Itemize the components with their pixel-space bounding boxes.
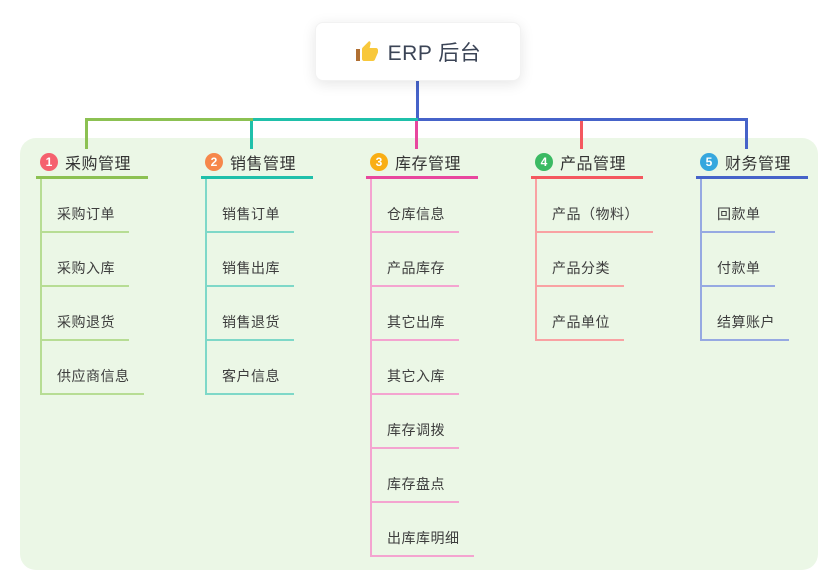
node-item[interactable]: 销售出库 — [205, 233, 294, 287]
thumbs-up-icon — [355, 40, 379, 64]
branch-product-management: 4 产品管理产品（物料）产品分类产品单位 — [531, 149, 653, 341]
branch-items-product-management: 产品（物料）产品分类产品单位 — [531, 179, 653, 341]
root-title: ERP 后台 — [387, 41, 482, 65]
node-item[interactable]: 库存盘点 — [370, 449, 459, 503]
node-item[interactable]: 产品（物料） — [535, 179, 653, 233]
branch-underline-sales-management — [201, 176, 313, 179]
branch-header-finance-management[interactable]: 5 财务管理 — [700, 149, 816, 175]
root-node[interactable]: ERP 后台 — [315, 22, 521, 81]
node-item[interactable]: 结算账户 — [700, 287, 789, 341]
branch-badge-inventory-management: 3 — [370, 153, 388, 171]
branch-underline-product-management — [531, 176, 643, 179]
branch-badge-product-management: 4 — [535, 153, 553, 171]
bus-segment-middle — [252, 118, 419, 121]
branch-title-finance-management: 财务管理 — [725, 156, 792, 173]
branch-finance-management: 5 财务管理回款单付款单结算账户 — [696, 149, 816, 341]
node-item[interactable]: 出库库明细 — [370, 503, 474, 557]
node-item[interactable]: 产品分类 — [535, 233, 624, 287]
node-item[interactable]: 仓库信息 — [370, 179, 459, 233]
branch-header-purchase-management[interactable]: 1 采购管理 — [40, 149, 156, 175]
root-stem-line — [416, 81, 419, 121]
branch-underline-finance-management — [696, 176, 808, 179]
branch-inventory-management: 3 库存管理仓库信息产品库存其它出库其它入库库存调拨库存盘点出库库明细 — [366, 149, 486, 557]
branch-title-product-management: 产品管理 — [560, 156, 627, 173]
node-item[interactable]: 销售订单 — [205, 179, 294, 233]
branch-sales-management: 2 销售管理销售订单销售出库销售退货客户信息 — [201, 149, 321, 395]
branch-items-sales-management: 销售订单销售出库销售退货客户信息 — [201, 179, 294, 395]
node-item[interactable]: 产品库存 — [370, 233, 459, 287]
branch-header-inventory-management[interactable]: 3 库存管理 — [370, 149, 486, 175]
branch-underline-inventory-management — [366, 176, 478, 179]
branch-title-purchase-management: 采购管理 — [65, 156, 132, 173]
branch-purchase-management: 1 采购管理采购订单采购入库采购退货供应商信息 — [36, 149, 156, 395]
branch-items-purchase-management: 采购订单采购入库采购退货供应商信息 — [36, 179, 144, 395]
node-item[interactable]: 其它出库 — [370, 287, 459, 341]
node-item[interactable]: 客户信息 — [205, 341, 294, 395]
branch-underline-purchase-management — [36, 176, 148, 179]
branch-header-product-management[interactable]: 4 产品管理 — [535, 149, 651, 175]
branch-title-sales-management: 销售管理 — [230, 156, 297, 173]
branch-badge-finance-management: 5 — [700, 153, 718, 171]
node-item[interactable]: 采购退货 — [40, 287, 129, 341]
branch-items-inventory-management: 仓库信息产品库存其它出库其它入库库存调拨库存盘点出库库明细 — [366, 179, 474, 557]
node-item[interactable]: 供应商信息 — [40, 341, 144, 395]
bus-segment-right — [417, 118, 748, 121]
node-item[interactable]: 其它入库 — [370, 341, 459, 395]
node-item[interactable]: 付款单 — [700, 233, 775, 287]
node-item[interactable]: 回款单 — [700, 179, 775, 233]
node-item[interactable]: 库存调拨 — [370, 395, 459, 449]
mindmap-canvas — [20, 138, 818, 570]
branch-header-sales-management[interactable]: 2 销售管理 — [205, 149, 321, 175]
node-item[interactable]: 采购入库 — [40, 233, 129, 287]
node-item[interactable]: 销售退货 — [205, 287, 294, 341]
node-item[interactable]: 采购订单 — [40, 179, 129, 233]
branch-items-finance-management: 回款单付款单结算账户 — [696, 179, 789, 341]
branch-title-inventory-management: 库存管理 — [395, 156, 462, 173]
branch-badge-purchase-management: 1 — [40, 153, 58, 171]
bus-segment-left — [84, 118, 253, 121]
branch-badge-sales-management: 2 — [205, 153, 223, 171]
node-item[interactable]: 产品单位 — [535, 287, 624, 341]
